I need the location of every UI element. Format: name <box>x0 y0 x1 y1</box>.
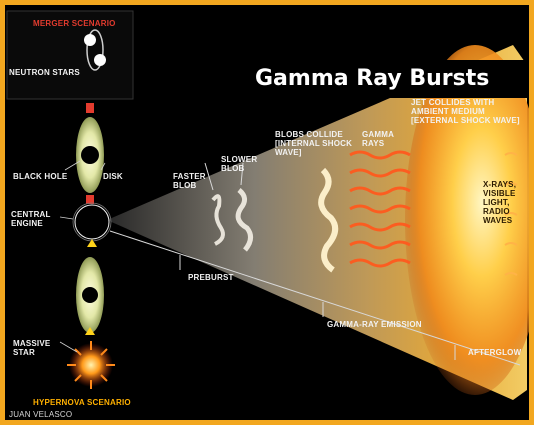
up-arrow-yellow <box>87 239 97 247</box>
jet-collides-label: JET COLLIDES WITH AMBIENT MEDIUM [extern… <box>411 98 520 125</box>
disk-label: DISK <box>103 172 123 181</box>
gamma-ray-emission-label: GAMMA-RAY EMISSION <box>327 320 422 329</box>
diagram-panel: MERGER SCENARIO NEUTRON STARS BLACK HOLE… <box>5 5 529 420</box>
afterglow-label: AFTERGLOW <box>468 348 521 357</box>
credit-label: JUAN VELASCO <box>9 410 72 419</box>
black-hole-label: BLACK HOLE <box>13 172 67 181</box>
xrays-label: X-RAYS, VISIBLE LIGHT, RADIO WAVES <box>483 180 516 225</box>
massive-star-label: MASSIVE STAR <box>13 339 50 357</box>
faster-blob-label: FASTER BLOB <box>173 172 206 190</box>
neutron-stars-label: NEUTRON STARS <box>9 68 80 77</box>
down-arrow-red <box>86 103 94 113</box>
slower-blob-label: SLOWER BLOB <box>221 155 257 173</box>
blobs-collide-label: BLOBS COLLIDE [internal shock wave] <box>275 130 352 157</box>
central-engine-label: CENTRAL ENGINE <box>11 210 51 228</box>
black-hole <box>81 146 99 164</box>
preburst-label: PREBURST <box>188 273 234 282</box>
merger-scenario-label: MERGER SCENARIO <box>33 19 116 28</box>
hypernova-scenario-label: HYPERNOVA SCENARIO <box>33 398 131 407</box>
page-title: Gamma Ray Bursts <box>249 60 529 98</box>
massive-star-core <box>82 287 98 303</box>
gamma-rays-label: GAMMA RAYS <box>362 130 394 148</box>
central-engine <box>75 205 109 239</box>
